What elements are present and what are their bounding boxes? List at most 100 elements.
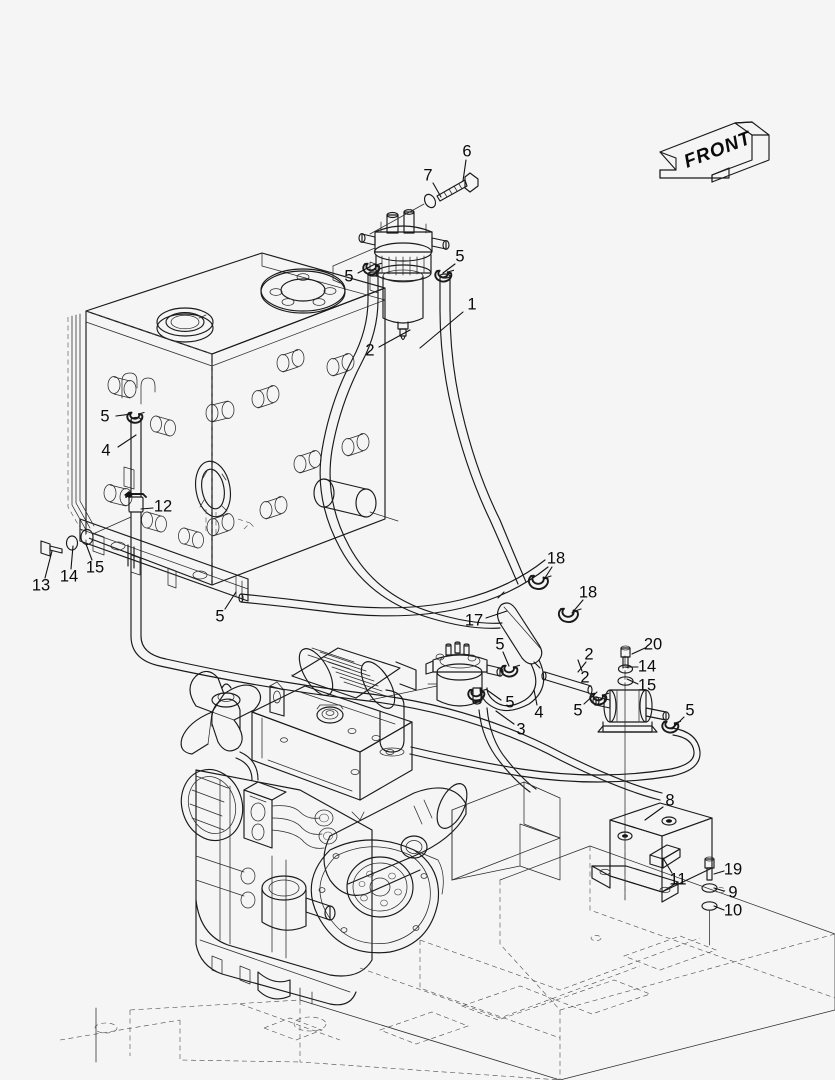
leader-line [713, 870, 725, 875]
filter-bowl [382, 275, 424, 324]
leader-line [571, 599, 584, 614]
callout-number: 10 [724, 901, 742, 919]
callout-15-seal-washer: 15 [85, 543, 104, 576]
filter-bracket-line-2 [332, 265, 341, 284]
callout-5-hose-clamp: 5 [671, 701, 695, 730]
bracket-mounting-hardware [701, 856, 718, 946]
seal-washer-15 [80, 528, 94, 546]
leader-line [224, 591, 237, 610]
tank-hidden-detail [237, 518, 257, 530]
filter-collar [375, 254, 432, 274]
hose-clamp-engine-pump-b [467, 688, 488, 702]
leader-line [70, 545, 74, 570]
banjo-bolt-assembly [40, 516, 132, 557]
callout-2-fuel-hose-pump-supply: 2 [577, 659, 590, 686]
lift-bracket [269, 685, 285, 717]
water-neck [211, 683, 241, 731]
callout-number: 5 [344, 267, 353, 285]
bolt-axis-line [369, 203, 425, 235]
retaining-clip-18-upper [527, 574, 552, 590]
flywheel-housing [310, 835, 444, 954]
leader-line [462, 159, 467, 182]
callout-10-flat-washer: 10 [713, 901, 742, 919]
exhaust-muffler [323, 783, 468, 896]
leader-line [432, 182, 442, 198]
callout-number: 13 [32, 576, 50, 594]
injection-pump [243, 781, 338, 849]
bolt-19-head [704, 858, 715, 869]
tank-vent-pipe-a [121, 372, 138, 399]
callout-12-tube-fitting: 12 [140, 497, 172, 515]
callout-5-hose-clamp: 5 [100, 407, 132, 425]
callout-8-pump-mounting-bracket: 8 [644, 791, 675, 821]
pump-mounting-bracket [591, 802, 713, 903]
callout-20-mounting-bolt: 20 [631, 635, 662, 655]
leader-line [577, 661, 587, 673]
washer-14-pump [617, 664, 634, 674]
fuel-hose-tank-outlet [238, 559, 549, 617]
callout-13-banjo-bolt: 13 [32, 550, 53, 594]
tank-top-port [156, 307, 214, 343]
washer-7 [423, 193, 437, 209]
pump-mounting-hardware [617, 645, 634, 686]
callout-3-fuel-hose-engine-lower: 3 [495, 710, 526, 738]
washer-9 [701, 883, 718, 893]
callout-number: 1 [467, 295, 476, 313]
callout-number: 15 [638, 676, 656, 694]
callout-number: 14 [60, 567, 78, 585]
leader-line [533, 689, 538, 706]
fuel-tank [67, 252, 399, 602]
callout-5-hose-clamp: 5 [215, 591, 237, 625]
callout-number: 8 [665, 791, 674, 809]
tank-vent-pipe-b [140, 377, 156, 405]
inline-fuel-filter [496, 591, 543, 669]
leader-line [626, 678, 639, 685]
tank-hidden-edge-2 [85, 310, 213, 355]
callout-5-hose-clamp: 5 [573, 691, 598, 719]
leader-line [542, 566, 553, 582]
electric-fuel-pump [592, 655, 670, 901]
tank-side-access-port [194, 460, 232, 518]
callout-17-inline-fuel-filter: 17 [465, 610, 508, 629]
engine-pump-leader-line [369, 685, 438, 701]
callout-number: 3 [516, 720, 525, 738]
tank-bosses [103, 349, 370, 549]
leader-line [419, 311, 464, 349]
leader-line [713, 887, 725, 892]
callout-number: 18 [547, 549, 565, 567]
leader-line [85, 543, 93, 561]
callout-number: 5 [573, 701, 582, 719]
chassis-frame [59, 781, 835, 1080]
hose-clamp-engine-pump-a [500, 664, 521, 678]
tank-edge-rail-c [79, 313, 95, 527]
filter-outlet-port [403, 211, 415, 234]
callout-number: 11 [669, 870, 686, 888]
callout-number: 9 [728, 883, 737, 901]
leader-line [502, 651, 510, 667]
leader-line [662, 857, 673, 874]
callout-15-seal-washer: 15 [626, 676, 656, 694]
banjo-bolt-head [40, 540, 51, 557]
leader-line [577, 659, 583, 672]
standpipe-assembly [124, 411, 147, 637]
callout-9-spring-washer: 9 [713, 883, 738, 901]
filter-drain-plug [400, 335, 406, 341]
tank-filler-flange [260, 268, 346, 314]
bolt-6-shank [436, 179, 468, 202]
callout-4-fuel-hose-short-loop: 4 [533, 689, 544, 721]
callout-18-retaining-clip: 18 [571, 583, 597, 614]
callout-number: 5 [215, 607, 224, 625]
callout-1-fuel-hose-upper-return: 1 [419, 295, 477, 349]
callout-11-rubber-pad: 11 [662, 857, 687, 888]
fuel-filter-assembly [332, 209, 450, 341]
callout-number: 5 [455, 247, 464, 265]
callout-number: 17 [465, 611, 483, 629]
tank-edge-rail-hidden [67, 317, 84, 534]
callout-2-fuel-hose-pump-supply-alt: 2 [577, 645, 594, 673]
callout-number: 5 [505, 693, 514, 711]
banjo-axis [92, 516, 132, 535]
callout-number: 18 [579, 583, 597, 601]
